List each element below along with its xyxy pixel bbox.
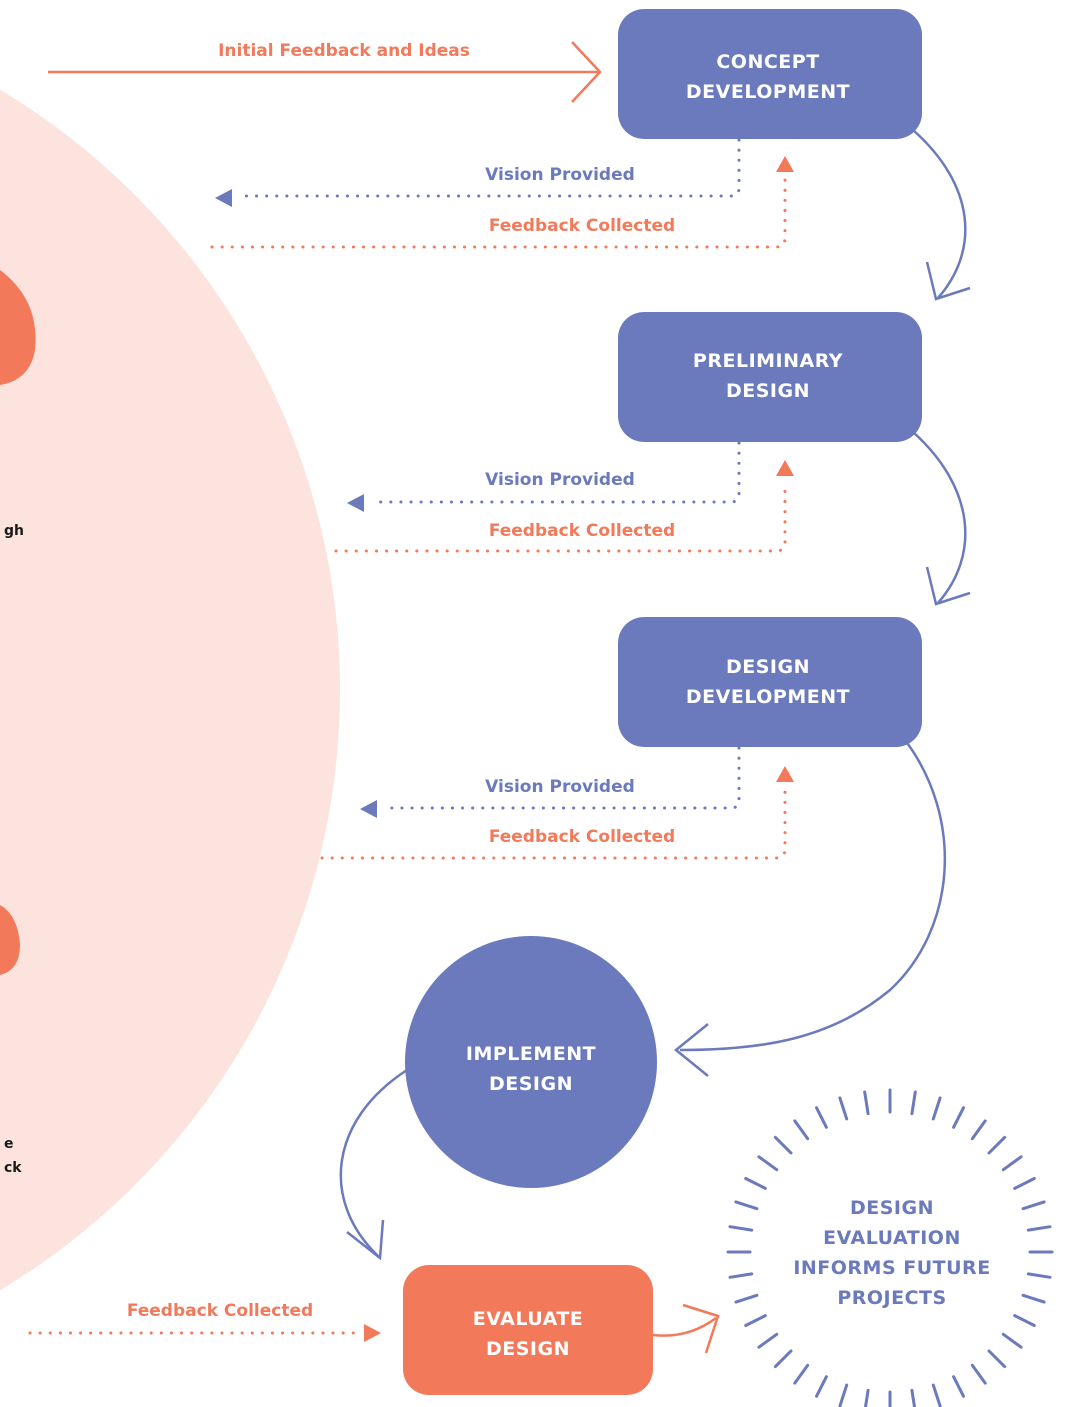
- starburst-ray: [773, 1135, 793, 1155]
- flow-arrow-3: [679, 739, 947, 1052]
- starburst-ray: [838, 1096, 849, 1121]
- starburst-ray: [734, 1293, 759, 1304]
- flow-arrowhead-5: [682, 1303, 720, 1354]
- evaluate-design-box: [403, 1265, 653, 1395]
- starburst-ray: [1001, 1332, 1023, 1349]
- starburst-ray: [744, 1314, 767, 1327]
- starburst-ray: [744, 1177, 767, 1190]
- starburst-ray: [863, 1090, 870, 1116]
- preliminary-design-box: [618, 312, 922, 442]
- flow-arrow-1: [912, 129, 967, 299]
- vision-label-2: Vision Provided: [485, 470, 635, 490]
- starburst-ray: [1026, 1225, 1052, 1232]
- preliminary-design-line1: PRELIMINARY: [693, 350, 843, 372]
- side-fragment-3: ck: [4, 1160, 22, 1176]
- figure-shape-bottom: [0, 905, 20, 975]
- feedback-arrowhead-4: [364, 1324, 381, 1342]
- starburst-ray: [952, 1106, 965, 1129]
- starburst-ray: [1013, 1177, 1036, 1190]
- starburst-ray: [757, 1332, 779, 1349]
- flow-arrowhead-3: [674, 1023, 709, 1077]
- feedback-label-3: Feedback Collected: [489, 827, 675, 847]
- starburst-ray: [931, 1383, 942, 1407]
- starburst-ray: [1021, 1200, 1046, 1211]
- starburst-ray: [910, 1388, 917, 1407]
- starburst-ray: [987, 1349, 1007, 1369]
- starburst-ray: [987, 1135, 1007, 1155]
- starburst-ray: [952, 1375, 965, 1398]
- vision-dotted-line-3: [383, 746, 741, 810]
- starburst-ray: [931, 1096, 942, 1121]
- starburst-ray: [1021, 1293, 1046, 1304]
- community-circle: [0, 89, 340, 1291]
- starburst-ray: [838, 1383, 849, 1407]
- starburst-ray: [970, 1119, 987, 1141]
- informs-line1: DESIGN: [850, 1197, 934, 1219]
- flow-arrow-2: [912, 431, 967, 604]
- implement-design-line1: IMPLEMENT: [466, 1043, 596, 1065]
- starburst-ray: [1026, 1272, 1052, 1279]
- concept-development-line1: CONCEPT: [716, 51, 819, 73]
- vision-dotted-line-1: [238, 138, 741, 198]
- informs-line3: INFORMS FUTURE: [793, 1257, 990, 1279]
- concept-development-box: [618, 9, 922, 139]
- initial-feedback-arrow: [48, 41, 602, 103]
- vision-label-3: Vision Provided: [485, 777, 635, 797]
- feedback-dotted-line-2: [334, 483, 787, 553]
- side-fragment-1: gh: [4, 523, 24, 539]
- starburst-rays: [726, 1088, 1054, 1407]
- preliminary-design-line2: DESIGN: [726, 380, 810, 402]
- flow-arrow-4: [339, 1068, 408, 1257]
- starburst-ray: [863, 1388, 870, 1407]
- design-development-line2: DEVELOPMENT: [686, 686, 850, 708]
- feedback-arrowhead-2: [776, 460, 794, 476]
- informs-line4: PROJECTS: [837, 1287, 946, 1309]
- initial-feedback-label: Initial Feedback and Ideas: [218, 41, 470, 61]
- figure-shape-top: [0, 270, 36, 385]
- starburst-ray: [757, 1155, 779, 1172]
- flow-arrowhead-2: [925, 566, 971, 606]
- evaluate-design-line1: EVALUATE: [473, 1308, 584, 1330]
- starburst-ray: [728, 1272, 754, 1279]
- feedback-label-4: Feedback Collected: [127, 1301, 313, 1321]
- starburst-ray: [734, 1200, 759, 1211]
- flow-arrowhead-1: [925, 261, 971, 301]
- feedback-arrowhead-3: [776, 766, 794, 782]
- design-development-line1: DESIGN: [726, 656, 810, 678]
- informs-line2: EVALUATION: [823, 1227, 961, 1249]
- flow-arrowhead-4: [346, 1219, 385, 1261]
- vision-arrowhead-2: [347, 494, 364, 512]
- starburst-ray: [815, 1375, 828, 1398]
- side-fragment-2: e: [4, 1136, 14, 1152]
- feedback-label-1: Feedback Collected: [489, 216, 675, 236]
- flow-arrow-5: [652, 1316, 717, 1337]
- concept-development-line2: DEVELOPMENT: [686, 81, 850, 103]
- feedback-dotted-line-1: [210, 178, 787, 249]
- implement-design-circle: [405, 936, 657, 1188]
- vision-arrowhead-1: [215, 189, 232, 207]
- starburst-ray: [793, 1119, 810, 1141]
- starburst-ray: [970, 1363, 987, 1385]
- starburst-ray: [793, 1363, 810, 1385]
- feedback-arrowhead-1: [776, 156, 794, 172]
- starburst-ray: [773, 1349, 793, 1369]
- implement-design-line2: DESIGN: [489, 1073, 573, 1095]
- feedback-dotted-line-3: [320, 790, 787, 860]
- starburst-ray: [1013, 1314, 1036, 1327]
- vision-dotted-line-2: [370, 441, 741, 504]
- feedback-label-2: Feedback Collected: [489, 521, 675, 541]
- starburst-ray: [815, 1106, 828, 1129]
- starburst-ray: [910, 1090, 917, 1116]
- starburst-ray: [728, 1225, 754, 1232]
- vision-label-1: Vision Provided: [485, 165, 635, 185]
- vision-arrowhead-3: [360, 800, 377, 818]
- starburst-ray: [1001, 1155, 1023, 1172]
- design-development-box: [618, 617, 922, 747]
- evaluate-design-line2: DESIGN: [486, 1338, 570, 1360]
